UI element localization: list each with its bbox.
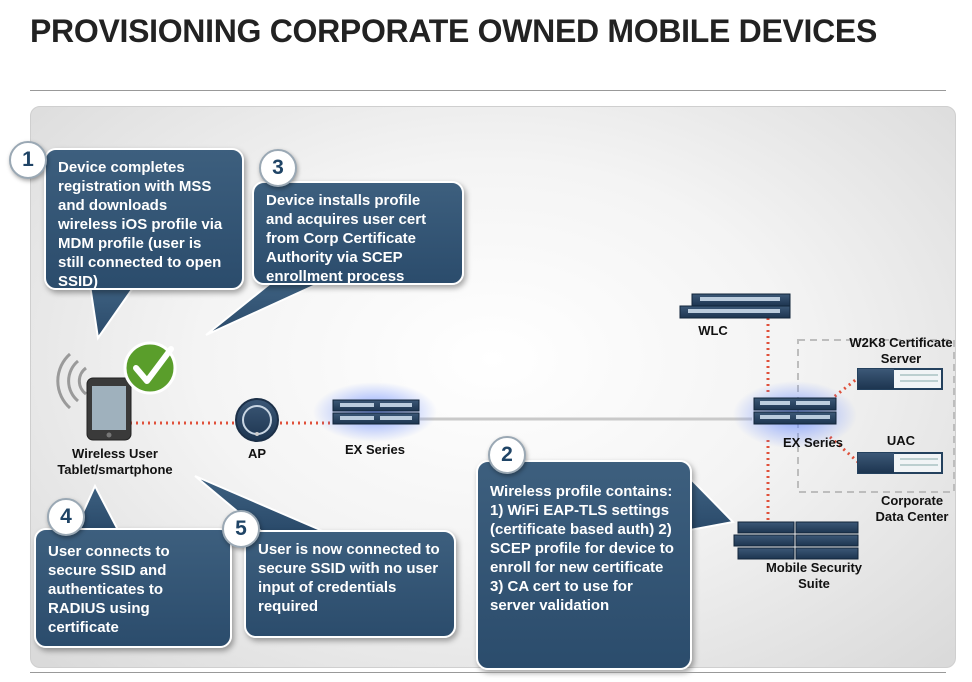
callout-step-2: Wireless profile contains: 1) WiFi EAP-T… [476,460,692,670]
checkmark-icon [123,341,177,395]
callout-step-1-text: Device completes registration with MSS a… [58,159,223,290]
tablet-label: Wireless User Tablet/smartphone [57,446,173,477]
mobile-security-suite-rack[interactable] [733,521,859,560]
ex-right-label: EX Series [783,435,843,450]
step-3-badge: 3 [259,149,297,187]
datacenter-label: Corporate Data Center [875,493,949,524]
tablet-device[interactable] [86,377,132,441]
w2k8-server[interactable] [857,368,943,390]
step-4-badge: 4 [47,498,85,536]
uac-label: UAC [886,433,916,448]
callout-step-4-text: User connects to secure SSID and authent… [48,543,170,636]
title-divider [30,90,946,91]
callout-2-tail [689,475,736,532]
callout-1-tail [88,284,137,341]
step-1-badge: 1 [9,141,47,179]
callout-step-1: Device completes registration with MSS a… [44,148,244,290]
access-point[interactable] [235,398,279,442]
wlc-label: WLC [698,323,728,338]
callout-step-5-text: User is now connected to secure SSID wit… [258,541,440,615]
ex-left-label: EX Series [345,442,405,457]
callout-step-2-text: Wireless profile contains: 1) WiFi EAP-T… [490,483,674,614]
callout-step-4: User connects to secure SSID and authent… [34,528,232,648]
step-5-badge: 5 [222,510,260,548]
ex-switch-right[interactable] [733,381,857,449]
wifi-signal-icon [56,352,87,410]
page-title: PROVISIONING CORPORATE OWNED MOBILE DEVI… [30,13,878,49]
uac-server[interactable] [857,452,943,474]
mss-label: Mobile Security Suite [765,560,863,591]
callout-step-5: User is now connected to secure SSID wit… [244,530,456,638]
callout-step-3-text: Device installs profile and acquires use… [266,192,427,285]
callout-step-3: Device installs profile and acquires use… [252,181,464,285]
ap-label: AP [247,446,267,461]
callout-5-tail [194,475,326,533]
ex-switch-left[interactable] [313,382,437,442]
footer-divider [30,672,946,673]
wlc-controller[interactable] [679,293,791,319]
step-2-badge: 2 [488,436,526,474]
link-ex-uac [829,435,859,464]
w2k8-label: W2K8 Certificate Server [849,335,953,366]
